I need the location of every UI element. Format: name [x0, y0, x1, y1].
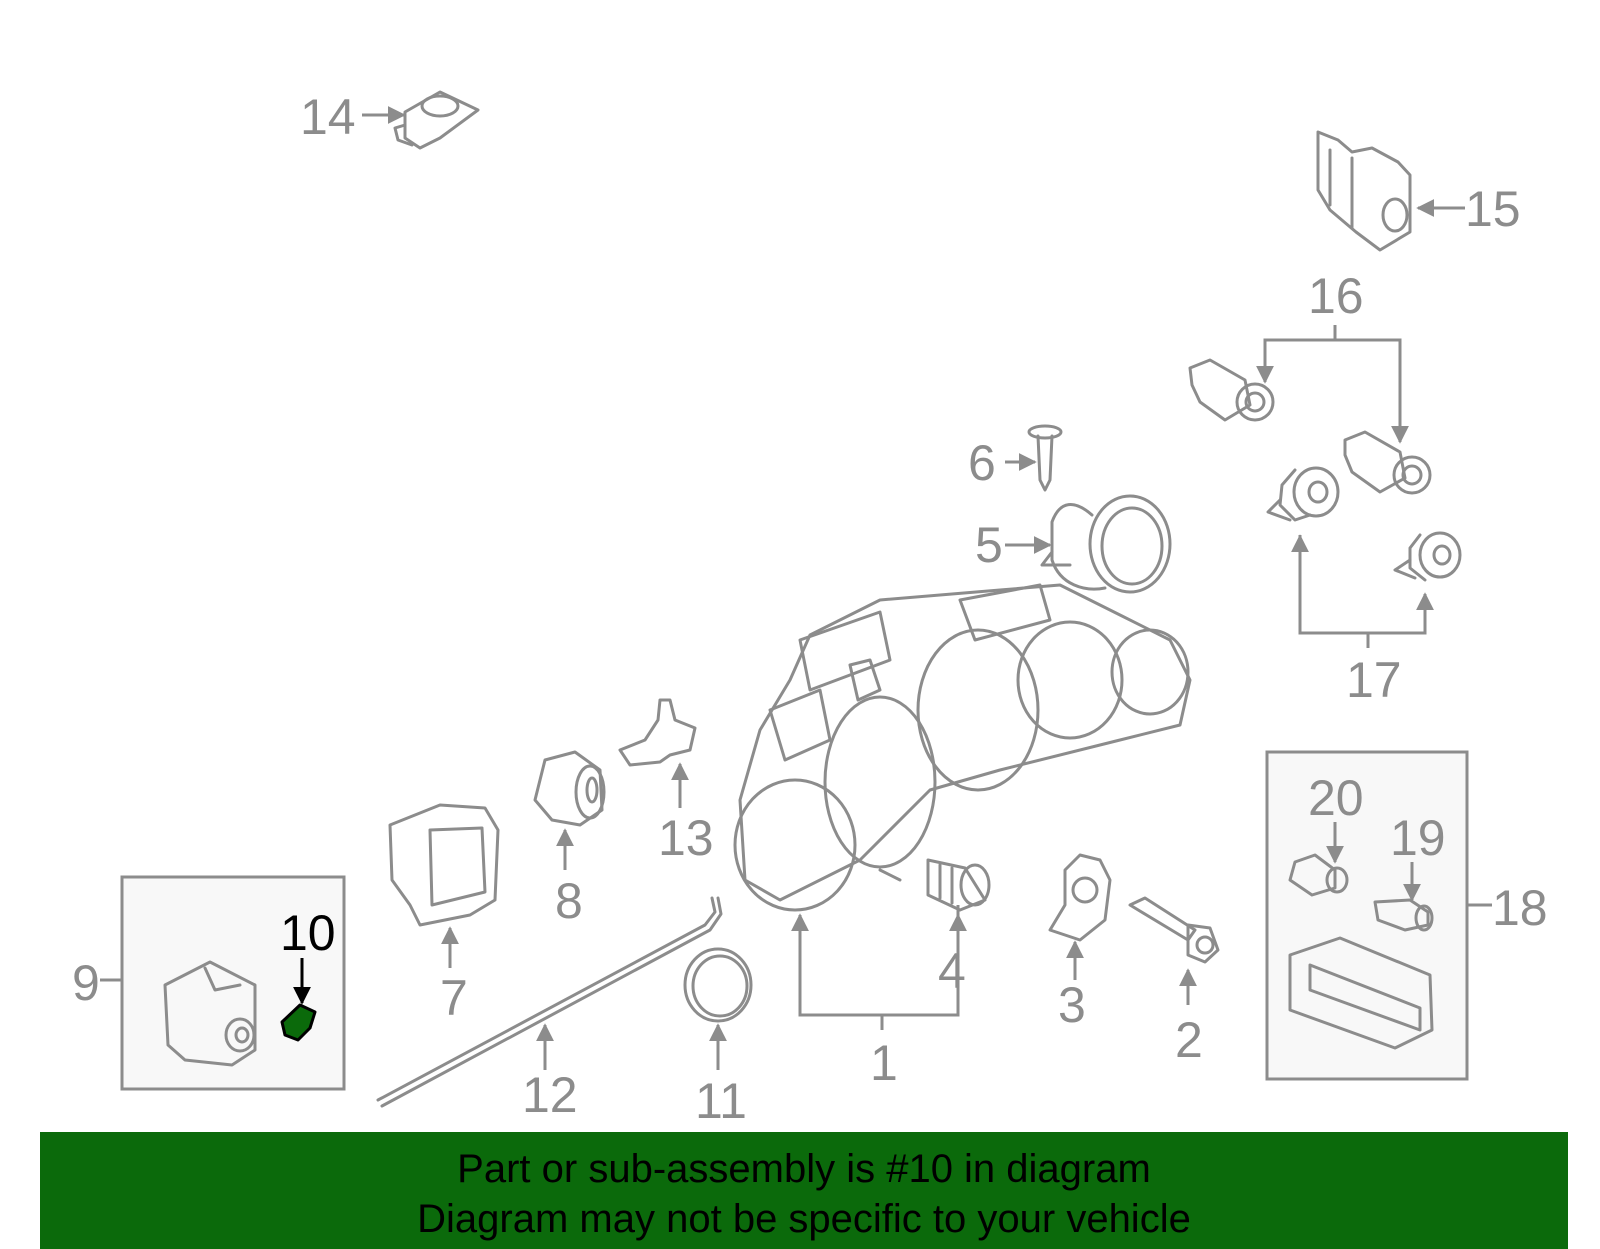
- part-10-highlighted: [280, 1003, 317, 1042]
- part-3-bracket: [1048, 853, 1112, 942]
- part-17-holder-a: [1266, 466, 1340, 522]
- banner-line-2: Diagram may not be specific to your vehi…: [417, 1197, 1191, 1241]
- sub-assembly-9-box: [120, 875, 346, 1091]
- callout-7: 7: [440, 970, 468, 1026]
- leader-1: [798, 905, 960, 1017]
- leader-16: [1263, 338, 1402, 440]
- part-8-switch: [533, 750, 606, 827]
- callout-17: 17: [1346, 652, 1402, 708]
- callout-1: 1: [870, 1035, 898, 1091]
- part-4-knob: [926, 858, 991, 912]
- callout-14: 14: [300, 89, 356, 145]
- callout-3: 3: [1058, 977, 1086, 1033]
- callout-5: 5: [975, 517, 1003, 573]
- callout-19: 19: [1390, 810, 1446, 866]
- part-5-gauge: [1040, 494, 1172, 594]
- part-15-housing: [1316, 130, 1412, 252]
- part-13-clip: [618, 698, 697, 767]
- callout-9: 9: [72, 955, 100, 1011]
- part-18-lamp-housing: [1288, 936, 1434, 1050]
- part-1-instrument-cluster: [733, 583, 1192, 912]
- callout-6: 6: [968, 435, 996, 491]
- part-12-rod: [376, 896, 723, 1108]
- part-7-bezel: [388, 803, 500, 927]
- part-14-bracket: [393, 90, 480, 150]
- callout-10: 10: [280, 905, 336, 961]
- banner-line-1: Part or sub-assembly is #10 in diagram: [457, 1147, 1151, 1191]
- part-19-bulb: [1373, 898, 1434, 932]
- part-11-ring: [683, 947, 753, 1023]
- callout-18: 18: [1492, 880, 1548, 936]
- callout-2: 2: [1175, 1012, 1203, 1068]
- part-9-switch-body: [163, 960, 257, 1067]
- callout-15: 15: [1465, 181, 1521, 237]
- info-banner: Part or sub-assembly is #10 in diagram D…: [40, 1132, 1568, 1249]
- callout-8: 8: [555, 873, 583, 929]
- part-17-holder-b: [1393, 531, 1462, 582]
- callout-13: 13: [658, 810, 714, 866]
- part-2-bolt: [1128, 896, 1220, 964]
- leader-17: [1298, 535, 1427, 635]
- sub-assembly-18-box: [1265, 750, 1469, 1081]
- callout-20: 20: [1308, 770, 1364, 826]
- part-6-clip: [1027, 424, 1063, 492]
- callout-16: 16: [1308, 268, 1364, 324]
- callout-11: 11: [695, 1073, 747, 1129]
- callout-12: 12: [522, 1067, 578, 1123]
- part-20-socket: [1288, 853, 1349, 897]
- callout-4: 4: [938, 943, 966, 999]
- part-16-socket-a: [1188, 358, 1275, 422]
- part-16-socket-b: [1343, 430, 1432, 495]
